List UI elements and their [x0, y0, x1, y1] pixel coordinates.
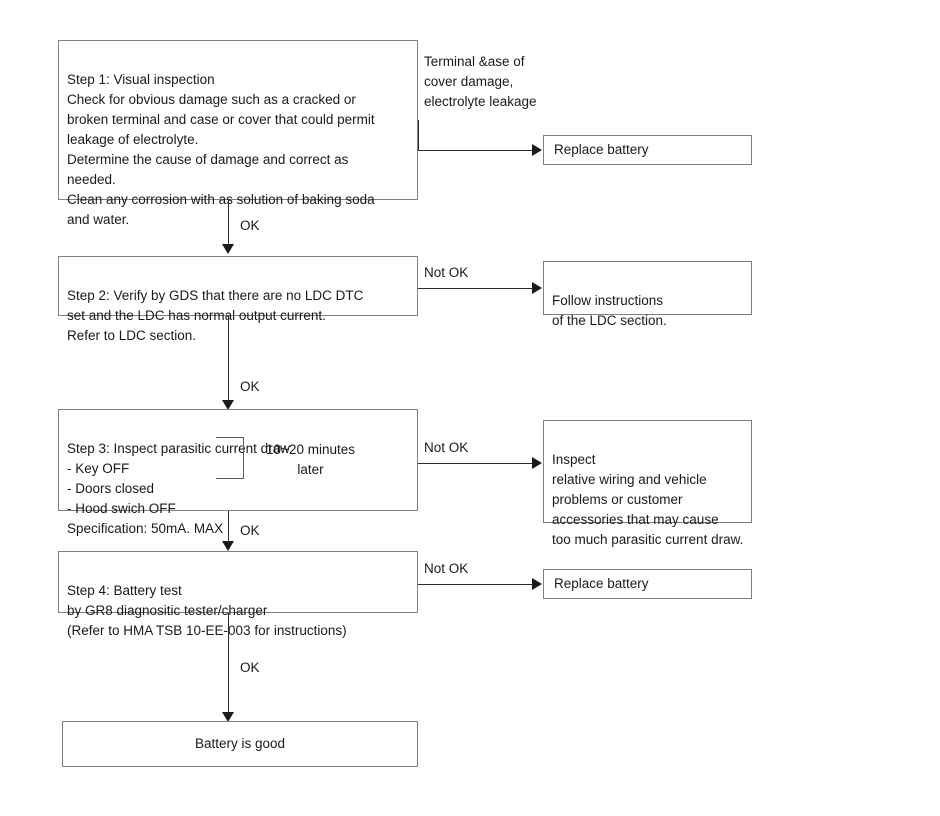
connector-step3-to-inspect-horizontal: [418, 463, 533, 464]
node-follow-ldc-instructions[interactable]: Follow instructions of the LDC section.: [543, 261, 752, 328]
connector-step2-to-step3: [228, 316, 229, 401]
node-inspect-wiring[interactable]: Inspect relative wiring and vehicle prob…: [543, 420, 752, 547]
node-replace-battery-2-label: Replace battery: [554, 576, 649, 591]
annotation-step-1-fault: Terminal &ase of cover damage, electroly…: [424, 54, 537, 109]
connector-step1-to-step2: [228, 200, 229, 245]
node-battery-is-good[interactable]: Battery is good: [62, 721, 418, 767]
node-step-4[interactable]: Step 4: Battery test by GR8 diagnositic …: [58, 551, 418, 638]
node-replace-battery-1-label: Replace battery: [554, 142, 649, 157]
node-step-3-label: Step 3: Inspect parasitic current draw -…: [67, 441, 290, 536]
bracket-icon: [216, 437, 244, 479]
arrowhead-step4-to-replace: [532, 578, 542, 590]
node-step-2[interactable]: Step 2: Verify by GDS that there are no …: [58, 256, 418, 343]
edge-label-not-ok-4: Not OK: [424, 561, 469, 576]
edge-label-ok-4: OK: [240, 660, 260, 675]
connector-step1-to-replace-vertical: [418, 120, 419, 150]
node-replace-battery-1[interactable]: Replace battery: [543, 135, 752, 165]
annotation-step-3-wait-time: 10~20 minutes later: [266, 442, 355, 477]
arrowhead-step4-to-result: [222, 712, 234, 722]
arrowhead-step2-to-step3: [222, 400, 234, 410]
edge-label-not-ok-3: Not OK: [424, 440, 469, 455]
arrowhead-step1-to-step2: [222, 244, 234, 254]
arrowhead-step3-to-step4: [222, 541, 234, 551]
arrowhead-step3-to-inspect: [532, 457, 542, 469]
arrowhead-step1-to-replace: [532, 144, 542, 156]
connector-step4-to-replace-horizontal: [418, 584, 533, 585]
node-step-3[interactable]: Step 3: Inspect parasitic current draw -…: [58, 409, 418, 536]
edge-label-ok-2: OK: [240, 379, 260, 394]
node-follow-ldc-instructions-label: Follow instructions of the LDC section.: [552, 293, 667, 328]
node-replace-battery-2[interactable]: Replace battery: [543, 569, 752, 599]
edge-label-ok-3: OK: [240, 523, 260, 538]
connector-step1-to-replace-horizontal: [418, 150, 533, 151]
connector-step3-to-step4: [228, 511, 229, 549]
node-battery-is-good-label: Battery is good: [194, 736, 286, 751]
node-inspect-wiring-label: Inspect relative wiring and vehicle prob…: [552, 452, 744, 547]
connector-step2-to-ldc-horizontal: [418, 288, 533, 289]
node-step-1[interactable]: Step 1: Visual inspection Check for obvi…: [58, 40, 418, 227]
node-step-1-label: Step 1: Visual inspection Check for obvi…: [67, 72, 375, 227]
arrowhead-step2-to-ldc: [532, 282, 542, 294]
node-step-4-label: Step 4: Battery test by GR8 diagnositic …: [67, 583, 347, 638]
node-step-2-label: Step 2: Verify by GDS that there are no …: [67, 288, 364, 343]
edge-label-not-ok-2: Not OK: [424, 265, 469, 280]
edge-label-ok-1: OK: [240, 218, 260, 233]
connector-step4-to-result: [228, 613, 229, 713]
